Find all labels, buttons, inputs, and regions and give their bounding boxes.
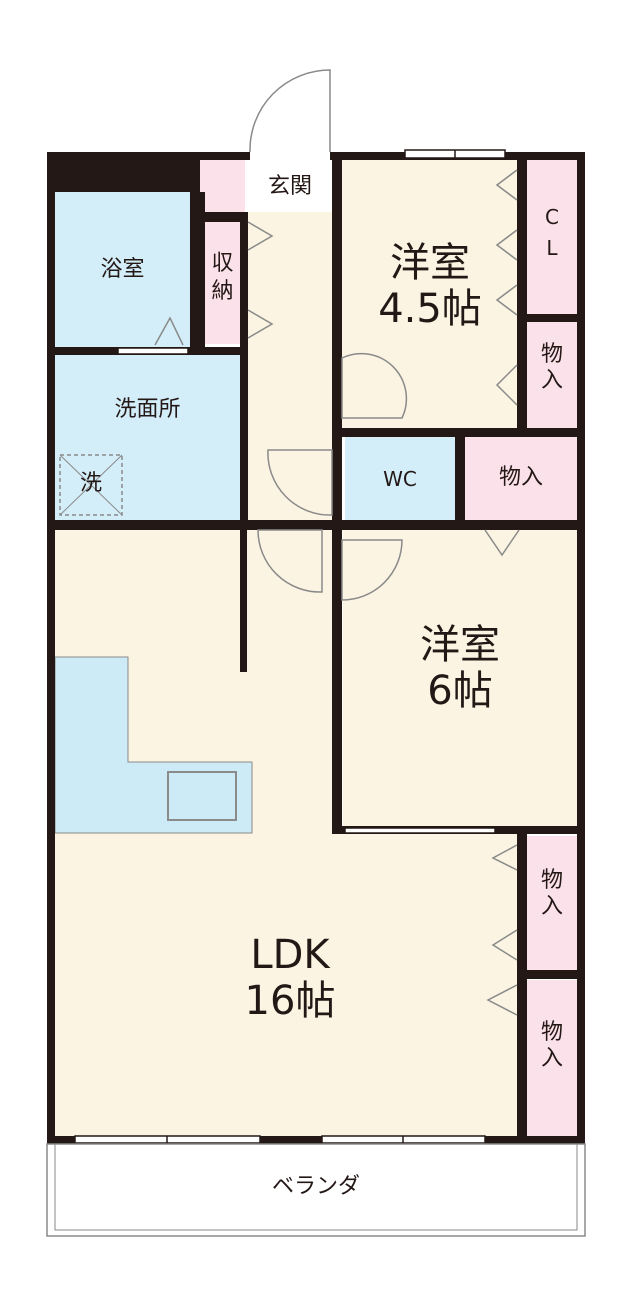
wall-hall-right xyxy=(332,152,342,832)
wall-top-entrance xyxy=(200,152,250,160)
doors xyxy=(154,69,520,1016)
closet-door-1 xyxy=(495,169,518,201)
entrance-label: 玄関 xyxy=(267,174,312,199)
washer-box xyxy=(59,454,123,516)
wc-floor xyxy=(345,437,455,522)
monoire2-door xyxy=(484,529,520,557)
wall-right xyxy=(577,152,585,1144)
window-bath xyxy=(117,347,189,355)
closet-door-3 xyxy=(495,284,518,316)
storage-small-label: 収 納 xyxy=(211,251,234,304)
wall-wc-right xyxy=(455,428,465,528)
wall-left xyxy=(47,152,55,1144)
monoire3-door-2 xyxy=(491,929,518,961)
monoire4-door xyxy=(486,984,518,1016)
monoire3-door-1 xyxy=(491,844,518,871)
wall-ldk-partition xyxy=(240,527,247,672)
washer-diag2 xyxy=(59,454,123,516)
closet-floor xyxy=(527,160,577,315)
monoire4-label: 物 入 xyxy=(540,1020,563,1072)
western2-floor xyxy=(343,530,577,826)
monoire3-label: 物 入 xyxy=(540,868,563,920)
wc-door xyxy=(267,449,333,516)
monoire1-door xyxy=(495,364,518,406)
closet-label: C L xyxy=(545,205,559,260)
wall-bottom xyxy=(47,1136,585,1144)
monoire3-floor xyxy=(527,836,577,971)
storage-door-2 xyxy=(247,309,274,339)
windows xyxy=(74,149,506,1144)
washer-label: 洗 xyxy=(79,471,102,496)
walls xyxy=(47,152,585,1144)
wall-storage3-left xyxy=(517,834,527,1144)
front-door xyxy=(249,69,331,153)
wall-storage3-bottom xyxy=(517,970,585,979)
ldk-label: LDK 16帖 xyxy=(244,932,336,1024)
kitchen-sink xyxy=(167,771,237,821)
window-w2-bottom xyxy=(344,827,496,834)
western1-label: 洋室 4.5帖 xyxy=(378,240,482,332)
wall-bath-right xyxy=(190,192,205,352)
monoire2-label: 物入 xyxy=(498,465,543,490)
ldk-door xyxy=(257,529,323,593)
wc-label: WC xyxy=(383,467,417,491)
bath-door xyxy=(154,316,184,346)
storage-small-floor xyxy=(205,222,240,344)
monoire1-label: 物 入 xyxy=(540,342,563,394)
ldk-floor-lower xyxy=(340,834,520,1140)
western1-floor xyxy=(340,160,520,428)
wall-closet-bottom xyxy=(517,314,585,322)
veranda-label: ベランダ xyxy=(271,1174,360,1199)
entrance-area xyxy=(245,160,335,212)
ldk-floor xyxy=(55,530,340,1140)
storage-door-1 xyxy=(247,221,274,251)
monoire2-floor xyxy=(465,437,577,522)
washroom-floor xyxy=(55,355,240,520)
closet-door-2 xyxy=(495,229,518,261)
western2-label: 洋室 6帖 xyxy=(420,622,500,714)
wall-storage-right xyxy=(240,212,248,352)
w1-door xyxy=(341,352,408,419)
w2-door xyxy=(341,539,403,601)
monoire1-floor xyxy=(527,322,577,428)
bath-label: 浴室 xyxy=(100,257,145,282)
wall-top-left xyxy=(47,152,200,192)
wall-w1-right xyxy=(517,160,527,430)
entrance-floor xyxy=(200,160,245,212)
washroom-label: 洗面所 xyxy=(114,397,181,422)
wall-washroom-right xyxy=(240,347,248,527)
hallway-floor xyxy=(245,212,335,527)
veranda-inner xyxy=(54,1143,578,1231)
wall-entrance-floor xyxy=(200,212,248,222)
monoire4-floor xyxy=(527,980,577,1140)
wall-mid-horizontal xyxy=(47,520,585,530)
